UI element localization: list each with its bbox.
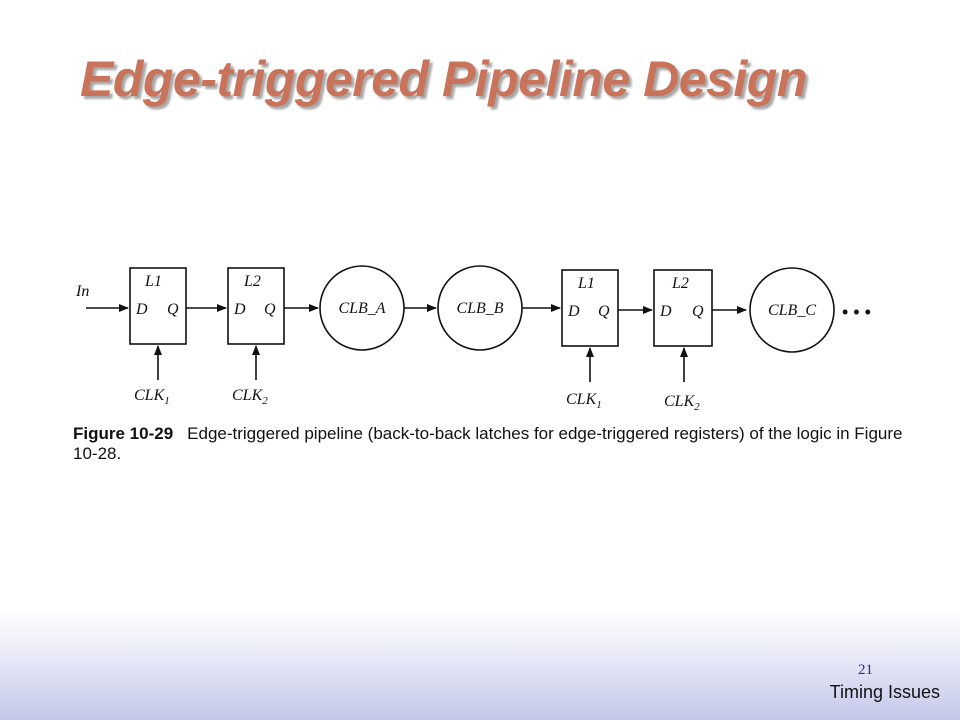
latch-name: L1 [144,273,162,290]
slide-title: Edge-triggered Pipeline Design [80,51,807,107]
latch-name: L2 [243,273,261,290]
continuation-ellipsis: • • • [842,302,871,322]
logic-block-label: CLB_C [768,302,816,319]
latch-d-label: D [567,303,580,320]
input-label: In [75,283,89,300]
logic-block-label: CLB_B [456,300,503,317]
latch-q-label: Q [692,303,704,320]
latch-name: L1 [577,275,595,292]
figure-caption-text: Edge-triggered pipeline (back-to-back la… [73,424,903,463]
latch-d-label: D [233,301,246,318]
pipeline-diagram: In L1 D Q CLK1 L2 D Q CLK2 CLB_A CLB_B L… [75,265,871,413]
latch-d-label: D [135,301,148,318]
logic-block-clb-c: CLB_C [749,267,835,353]
footer-section-title: Timing Issues [829,682,940,702]
logic-block-clb-b: CLB_B [437,265,523,351]
logic-block-clb-a: CLB_A [319,265,405,351]
figure-label: Figure 10-29 [73,424,174,443]
page-number: 21 [858,662,873,678]
latch-l1-second: L1 D Q [561,269,619,347]
latch-l2-second: L2 D Q [653,269,713,347]
logic-block-label: CLB_A [338,300,385,317]
latch-name: L2 [671,275,689,292]
latch-q-label: Q [598,303,610,320]
latch-q-label: Q [167,301,179,318]
latch-l2-first: L2 D Q [227,267,285,345]
latch-q-label: Q [264,301,276,318]
clock-label: CLK2 [232,387,268,407]
clock-label: CLK1 [566,391,602,411]
latch-l1-first: L1 D Q [129,267,187,345]
footer-gradient-band [0,610,960,720]
clock-label: CLK1 [134,387,170,407]
latch-d-label: D [659,303,672,320]
clock-label: CLK2 [664,393,700,413]
